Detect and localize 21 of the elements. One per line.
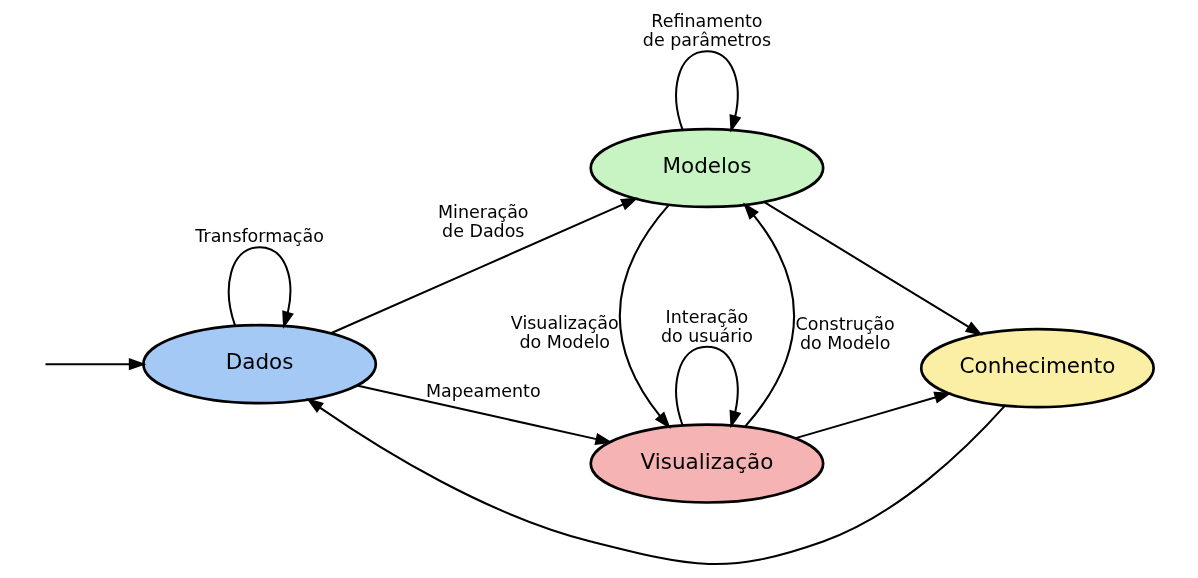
arrow [356,384,613,445]
arrow [795,391,952,440]
edge-label: Interação do usuário [660,307,753,346]
node-ellipse: Dados [142,323,378,405]
edge-label: Transformação [195,226,324,247]
node-ellipse: Visualização [589,423,825,504]
arrow [675,50,742,133]
arrow [675,345,742,429]
arrow [330,197,639,335]
node-ellipse: Conhecimento [919,327,1155,409]
arrow [618,204,671,429]
edge-label: Refinamento de parâmetros [642,11,772,51]
arrow [306,397,1006,565]
arrow [763,201,983,336]
arrow [45,358,147,371]
arrow [743,202,795,428]
edge-label: Mapeamento [425,380,541,401]
edge-label: Construção do Modelo [795,313,895,353]
edge-label: Visualização do Modelo [510,313,619,353]
arrow [227,246,294,329]
edge-label: Mineração de Dados [438,202,529,242]
